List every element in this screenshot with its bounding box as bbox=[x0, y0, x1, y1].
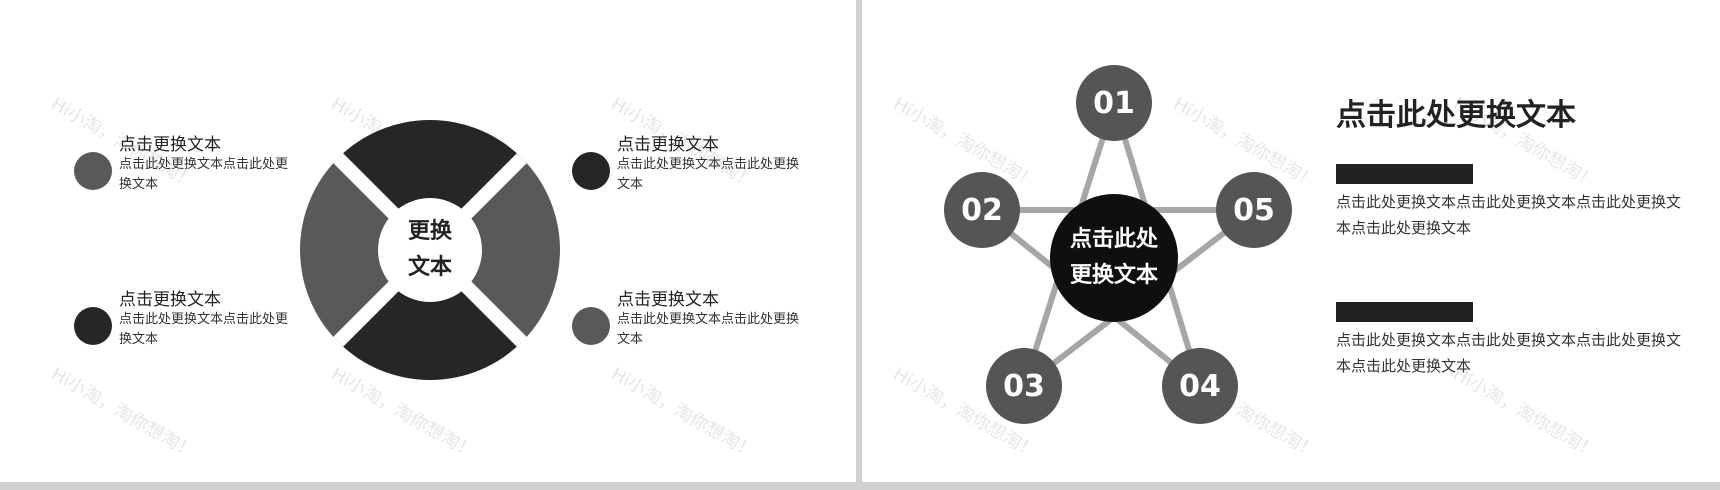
wheel-center-line1: 更换 bbox=[407, 219, 452, 244]
wheel-segment-top bbox=[300, 120, 560, 250]
wheel-center-label: 更换 文本 bbox=[378, 214, 482, 286]
item-desc: 点击此处更换文本点击此处更换文本 bbox=[617, 157, 800, 192]
bullet-dot bbox=[74, 152, 112, 190]
paragraph: 点击此处更换文本点击此处更换文本点击此处更换文本点击此处更换文本 bbox=[1336, 331, 1682, 375]
item-title: 点击更换文本 bbox=[617, 135, 719, 155]
star-node-03: 03 bbox=[986, 348, 1062, 424]
wheel-center-line2: 文本 bbox=[407, 255, 452, 280]
item-title: 点击更换文本 bbox=[119, 135, 221, 155]
bottom-bar bbox=[0, 482, 1720, 490]
item-desc: 点击此处更换文本点击此处更换文本 bbox=[119, 312, 289, 347]
bullet-dot bbox=[572, 152, 610, 190]
wheel-segment-bottom bbox=[300, 250, 560, 380]
star-node-02: 02 bbox=[944, 172, 1020, 248]
star-node-04: 04 bbox=[1162, 348, 1238, 424]
right-slide: Hi小淘，淘你想淘！ Hi小淘，淘你想淘！ Hi小淘，淘你想淘！ Hi小淘，淘你… bbox=[862, 0, 1720, 482]
accent-bar bbox=[1336, 302, 1473, 322]
bullet-dot bbox=[572, 307, 610, 345]
wheel-segment-right bbox=[430, 120, 560, 380]
accent-bar bbox=[1336, 164, 1473, 184]
wheel-segment-left bbox=[300, 120, 430, 380]
segmented-wheel bbox=[300, 120, 560, 380]
star-node-01: 01 bbox=[1076, 65, 1152, 141]
section-heading: 点击此处更换文本 bbox=[1336, 98, 1576, 133]
left-slide: Hi小淘，淘你想淘！ Hi小淘，淘你想淘！ Hi小淘，淘你想淘！ Hi小淘，淘你… bbox=[0, 0, 856, 482]
bullet-dot bbox=[74, 307, 112, 345]
hub-line2: 更换文本 bbox=[1069, 263, 1158, 288]
star-node-05: 05 bbox=[1216, 172, 1292, 248]
slide-divider bbox=[856, 0, 862, 490]
paragraph: 点击此处更换文本点击此处更换文本点击此处更换文本点击此处更换文本 bbox=[1336, 193, 1682, 237]
item-desc: 点击此处更换文本点击此处更换文本 bbox=[617, 312, 800, 347]
item-desc: 点击此处更换文本点击此处更换文本 bbox=[119, 157, 289, 192]
star-hub: 点击此处 更换文本 bbox=[1050, 194, 1178, 322]
hub-line1: 点击此处 bbox=[1069, 227, 1158, 252]
item-title: 点击更换文本 bbox=[617, 290, 719, 310]
item-title: 点击更换文本 bbox=[119, 290, 221, 310]
